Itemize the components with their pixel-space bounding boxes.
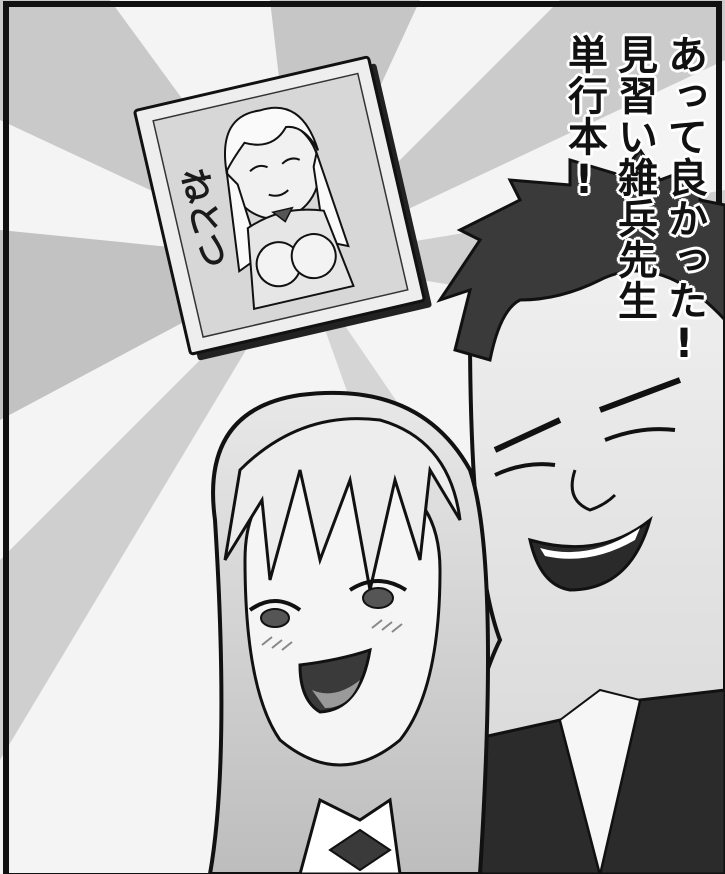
- speech-line-2: 見習い雑兵先生: [610, 33, 657, 321]
- girl-character: [207, 390, 490, 874]
- speech-line-3: 単行本!: [560, 33, 607, 204]
- speech-line-1: あって良かった!: [660, 33, 707, 368]
- man-character: [436, 147, 725, 874]
- book: ねとつ: [133, 55, 432, 361]
- speech-bubble: あって良かった! 見習い雑兵先生 単行本!: [560, 33, 707, 368]
